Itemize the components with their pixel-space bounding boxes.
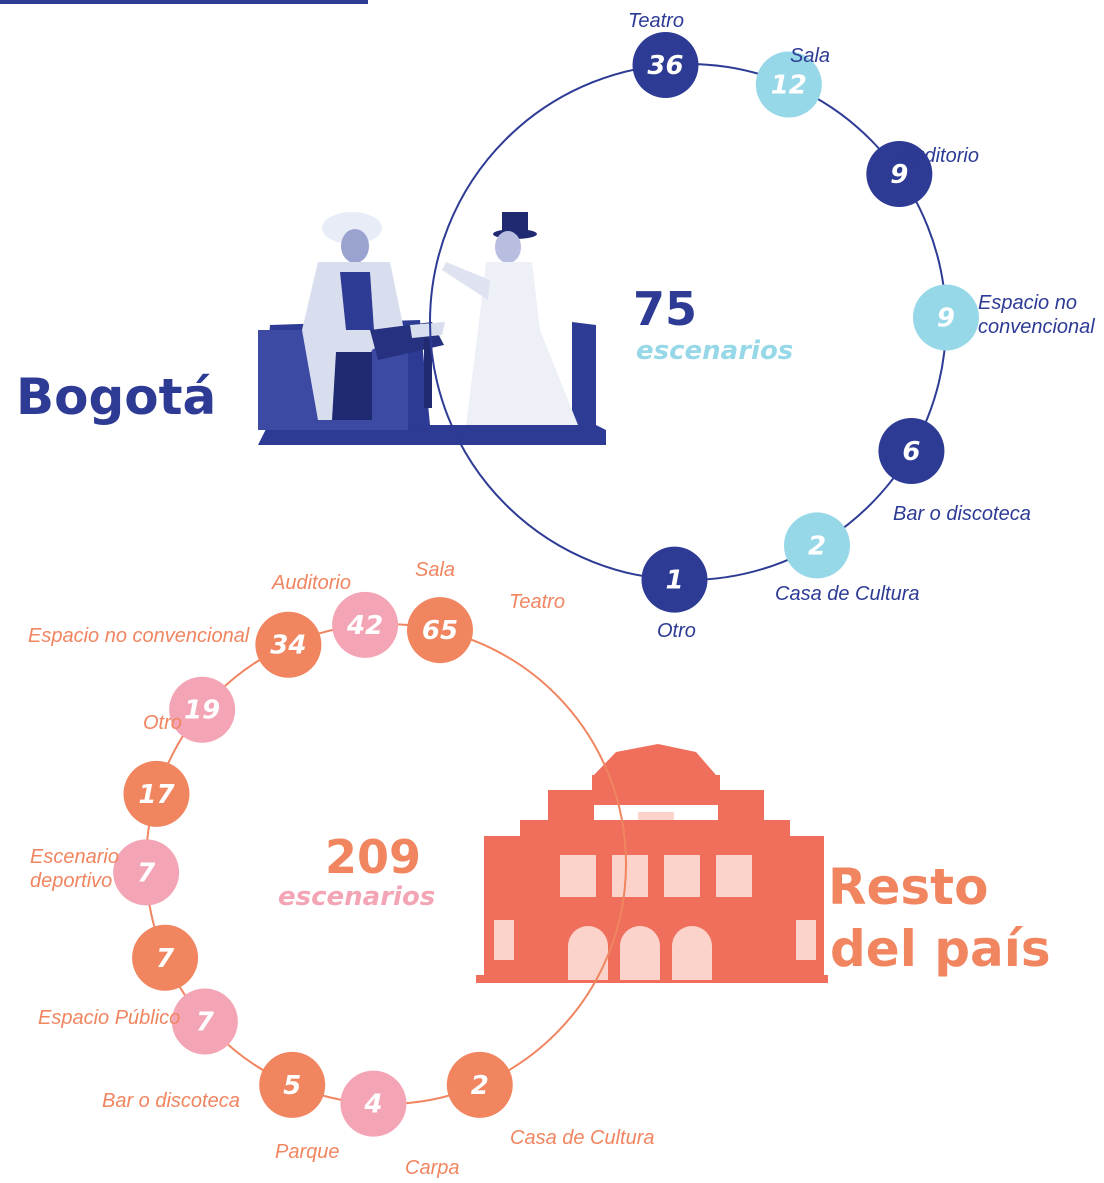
resto-node-sala [332,591,399,658]
resto-label-otro: Otro [143,712,182,734]
resto-region-title-line1: Resto [828,858,989,916]
bogota-value-sala: 12 [771,71,807,101]
resto-label-carpa: Carpa [405,1157,460,1179]
bogota-label-otro: Otro [657,620,696,642]
resto-node-auditorio [255,611,322,678]
bogota-value-otro: 1 [665,566,683,596]
resto-value-bar-o-discoteca: 7 [196,1007,215,1037]
bogota-label-espacio-no-convencional-line2: convencional [978,316,1095,338]
resto-label-espacio-publico: Espacio Público [38,1007,181,1029]
resto-label-bar-o-discoteca: Bar o discoteca [102,1090,240,1112]
resto-value-teatro: 65 [422,616,458,646]
theatre-photo [258,212,606,445]
resto-label-escenario-deportivo-line2: deportivo [30,870,113,892]
resto-value-carpa: 4 [363,1090,382,1120]
resto-value-casa-de-cultura: 2 [471,1071,489,1101]
resto-label-teatro: Teatro [509,591,565,613]
bogota-label-espacio-no-convencional-line1: Espacio no [978,292,1077,314]
resto-node-parque [259,1051,326,1118]
bogota-label-bar-o-discoteca: Bar o discoteca [893,503,1031,525]
bogota-label-teatro: Teatro [628,10,684,32]
resto-node-teatro [406,597,473,664]
bogota-node-auditorio [866,141,933,208]
bogota-region-title: Bogotá [16,368,217,426]
bogota-label-auditorio: Auditorio [900,145,979,167]
header-rule [0,0,368,4]
resto-node-escenario-deportivo [113,839,180,906]
resto-node-espacio-publico [132,924,199,991]
bogota-node-casa-de-cultura [784,512,850,579]
bogota-value-teatro: 36 [647,51,683,81]
bogota-node-espacio-no-convencional [912,284,979,351]
bogota-value-espacio-no-convencional: 9 [937,303,955,333]
resto-label-escenario-deportivo-line1: Escenario [30,846,119,868]
resto-label-casa-de-cultura: Casa de Cultura [510,1127,655,1149]
resto-total-number: 209 [325,830,422,884]
bogota-node-teatro [632,31,699,98]
resto-value-escenario-deportivo: 7 [137,858,156,888]
bogota-label-casa-de-cultura: Casa de Cultura [775,583,920,605]
building-details [494,812,816,980]
resto-label-espacio-no-convencional: Espacio no convencional [28,625,250,647]
bogota-node-bar-o-discoteca [878,418,945,484]
resto-node-espacio-no-convencional [169,676,236,743]
bogota-label-sala: Sala [790,45,831,67]
bogota-value-casa-de-cultura: 2 [808,531,826,561]
resto-label-auditorio: Auditorio [272,572,351,594]
resto-value-parque: 5 [283,1071,301,1101]
resto-node-bar-o-discoteca [171,988,238,1055]
bogota-total-number: 75 [633,282,698,336]
resto-value-espacio-publico: 7 [156,944,175,974]
resto-value-auditorio: 34 [270,631,306,661]
resto-value-espacio-no-convencional: 19 [184,696,220,726]
resto-value-otro: 17 [138,780,175,810]
resto-label-sala: Sala [415,559,456,581]
bogota-node-otro [641,546,708,613]
bogota-value-auditorio: 9 [890,160,908,190]
bogota-node-sala [755,51,822,118]
resto-node-otro [123,760,190,827]
bogota-value-bar-o-discoteca: 6 [902,437,920,467]
resto-value-sala: 42 [346,611,383,641]
resto-node-casa-de-cultura [446,1051,513,1118]
resto-total-unit: escenarios [278,882,436,912]
resto-label-parque: Parque [275,1141,340,1163]
resto-region-title-line2: del país [830,920,1051,978]
bogota-total-unit: escenarios [636,336,794,366]
resto-node-carpa [340,1070,407,1137]
